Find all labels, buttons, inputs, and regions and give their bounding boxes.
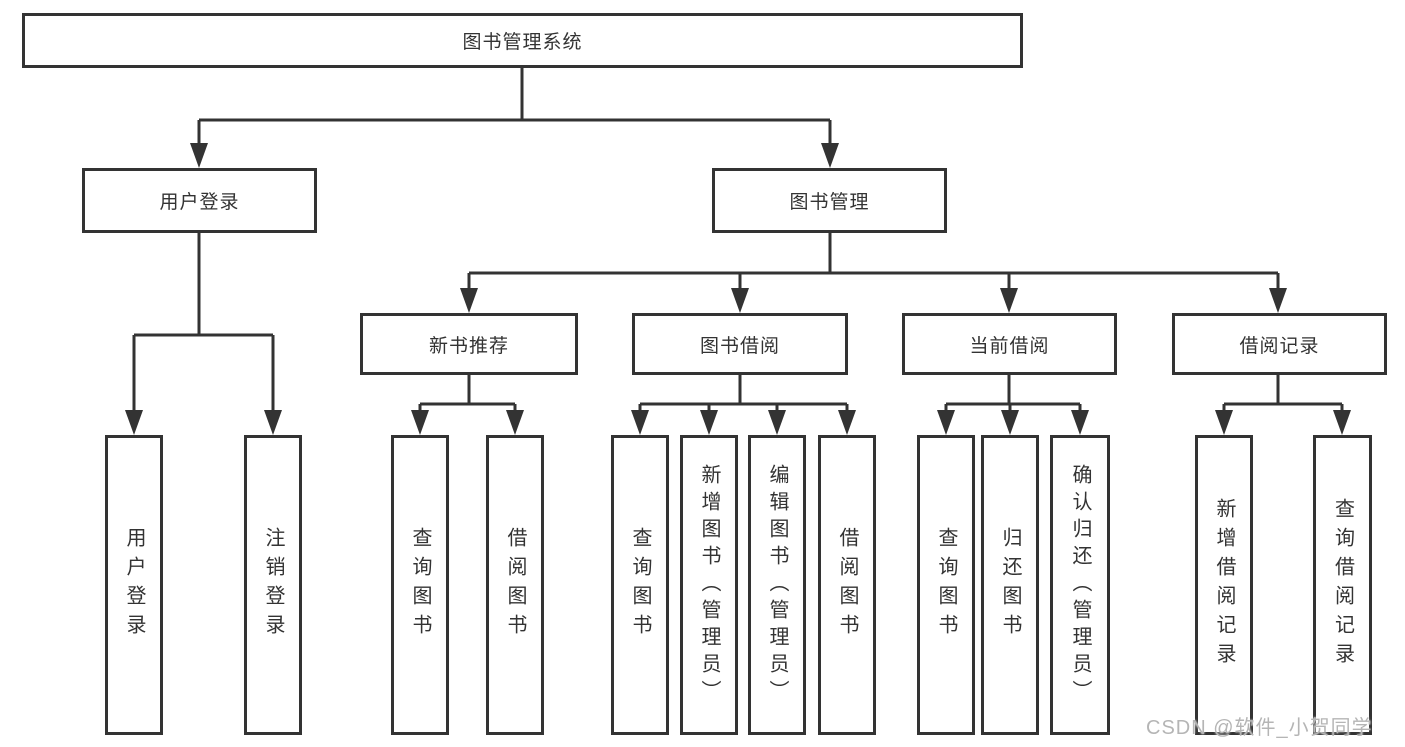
arrowhead-icon [631, 410, 649, 435]
leaf-newbook-borrow-label: 借阅图书 [504, 527, 526, 643]
arrowhead-icon [1333, 410, 1351, 435]
leaf-records-add-label: 新增借阅记录 [1213, 498, 1235, 672]
node-book-management: 图书管理 [712, 168, 947, 233]
leaf-logout: 注销登录 [244, 435, 302, 735]
arrowhead-icon [700, 410, 718, 435]
leaf-borrow-edit-label: 编辑图书（管理员） [766, 463, 788, 707]
arrowhead-icon [1215, 410, 1233, 435]
arrowhead-icon [1001, 410, 1019, 435]
leaf-borrow-edit: 编辑图书（管理员） [748, 435, 806, 735]
leaf-borrow-query: 查询图书 [611, 435, 669, 735]
arrowhead-icon [937, 410, 955, 435]
leaf-current-return: 归还图书 [981, 435, 1039, 735]
leaf-borrow-add: 新增图书（管理员） [680, 435, 738, 735]
arrowhead-icon [460, 288, 478, 313]
node-current-borrow: 当前借阅 [902, 313, 1117, 375]
leaf-current-query-label: 查询图书 [935, 527, 957, 643]
leaf-newbook-query-label: 查询图书 [409, 527, 431, 643]
leaf-borrow-add-label: 新增图书（管理员） [698, 463, 720, 707]
arrowhead-icon [821, 143, 839, 168]
arrowhead-icon [1071, 410, 1089, 435]
leaf-user-login-label: 用户登录 [123, 527, 145, 643]
leaf-user-login: 用户登录 [105, 435, 163, 735]
node-new-book-recommend: 新书推荐 [360, 313, 578, 375]
arrowhead-icon [264, 410, 282, 435]
leaf-records-add: 新增借阅记录 [1195, 435, 1253, 735]
leaf-borrow-borrow-label: 借阅图书 [836, 527, 858, 643]
leaf-current-query: 查询图书 [917, 435, 975, 735]
node-user-login: 用户登录 [82, 168, 317, 233]
node-root: 图书管理系统 [22, 13, 1023, 68]
leaf-current-confirm-label: 确认归还（管理员） [1069, 463, 1091, 707]
arrowhead-icon [506, 410, 524, 435]
leaf-borrow-borrow: 借阅图书 [818, 435, 876, 735]
leaf-borrow-query-label: 查询图书 [629, 527, 651, 643]
arrowhead-icon [190, 143, 208, 168]
leaf-logout-label: 注销登录 [262, 527, 284, 643]
arrowhead-icon [838, 410, 856, 435]
leaf-current-confirm: 确认归还（管理员） [1050, 435, 1110, 735]
leaf-records-query: 查询借阅记录 [1313, 435, 1372, 735]
leaf-newbook-query: 查询图书 [391, 435, 449, 735]
arrowhead-icon [1269, 288, 1287, 313]
leaf-records-query-label: 查询借阅记录 [1331, 498, 1354, 672]
arrowhead-icon [731, 288, 749, 313]
arrowhead-icon [768, 410, 786, 435]
node-book-borrow: 图书借阅 [632, 313, 848, 375]
arrowhead-icon [411, 410, 429, 435]
arrowhead-icon [1000, 288, 1018, 313]
leaf-current-return-label: 归还图书 [999, 527, 1021, 643]
csdn-watermark: CSDN @软件_小贺同学 [1146, 717, 1373, 739]
leaf-newbook-borrow: 借阅图书 [486, 435, 544, 735]
node-borrow-records: 借阅记录 [1172, 313, 1387, 375]
arrowhead-icon [125, 410, 143, 435]
